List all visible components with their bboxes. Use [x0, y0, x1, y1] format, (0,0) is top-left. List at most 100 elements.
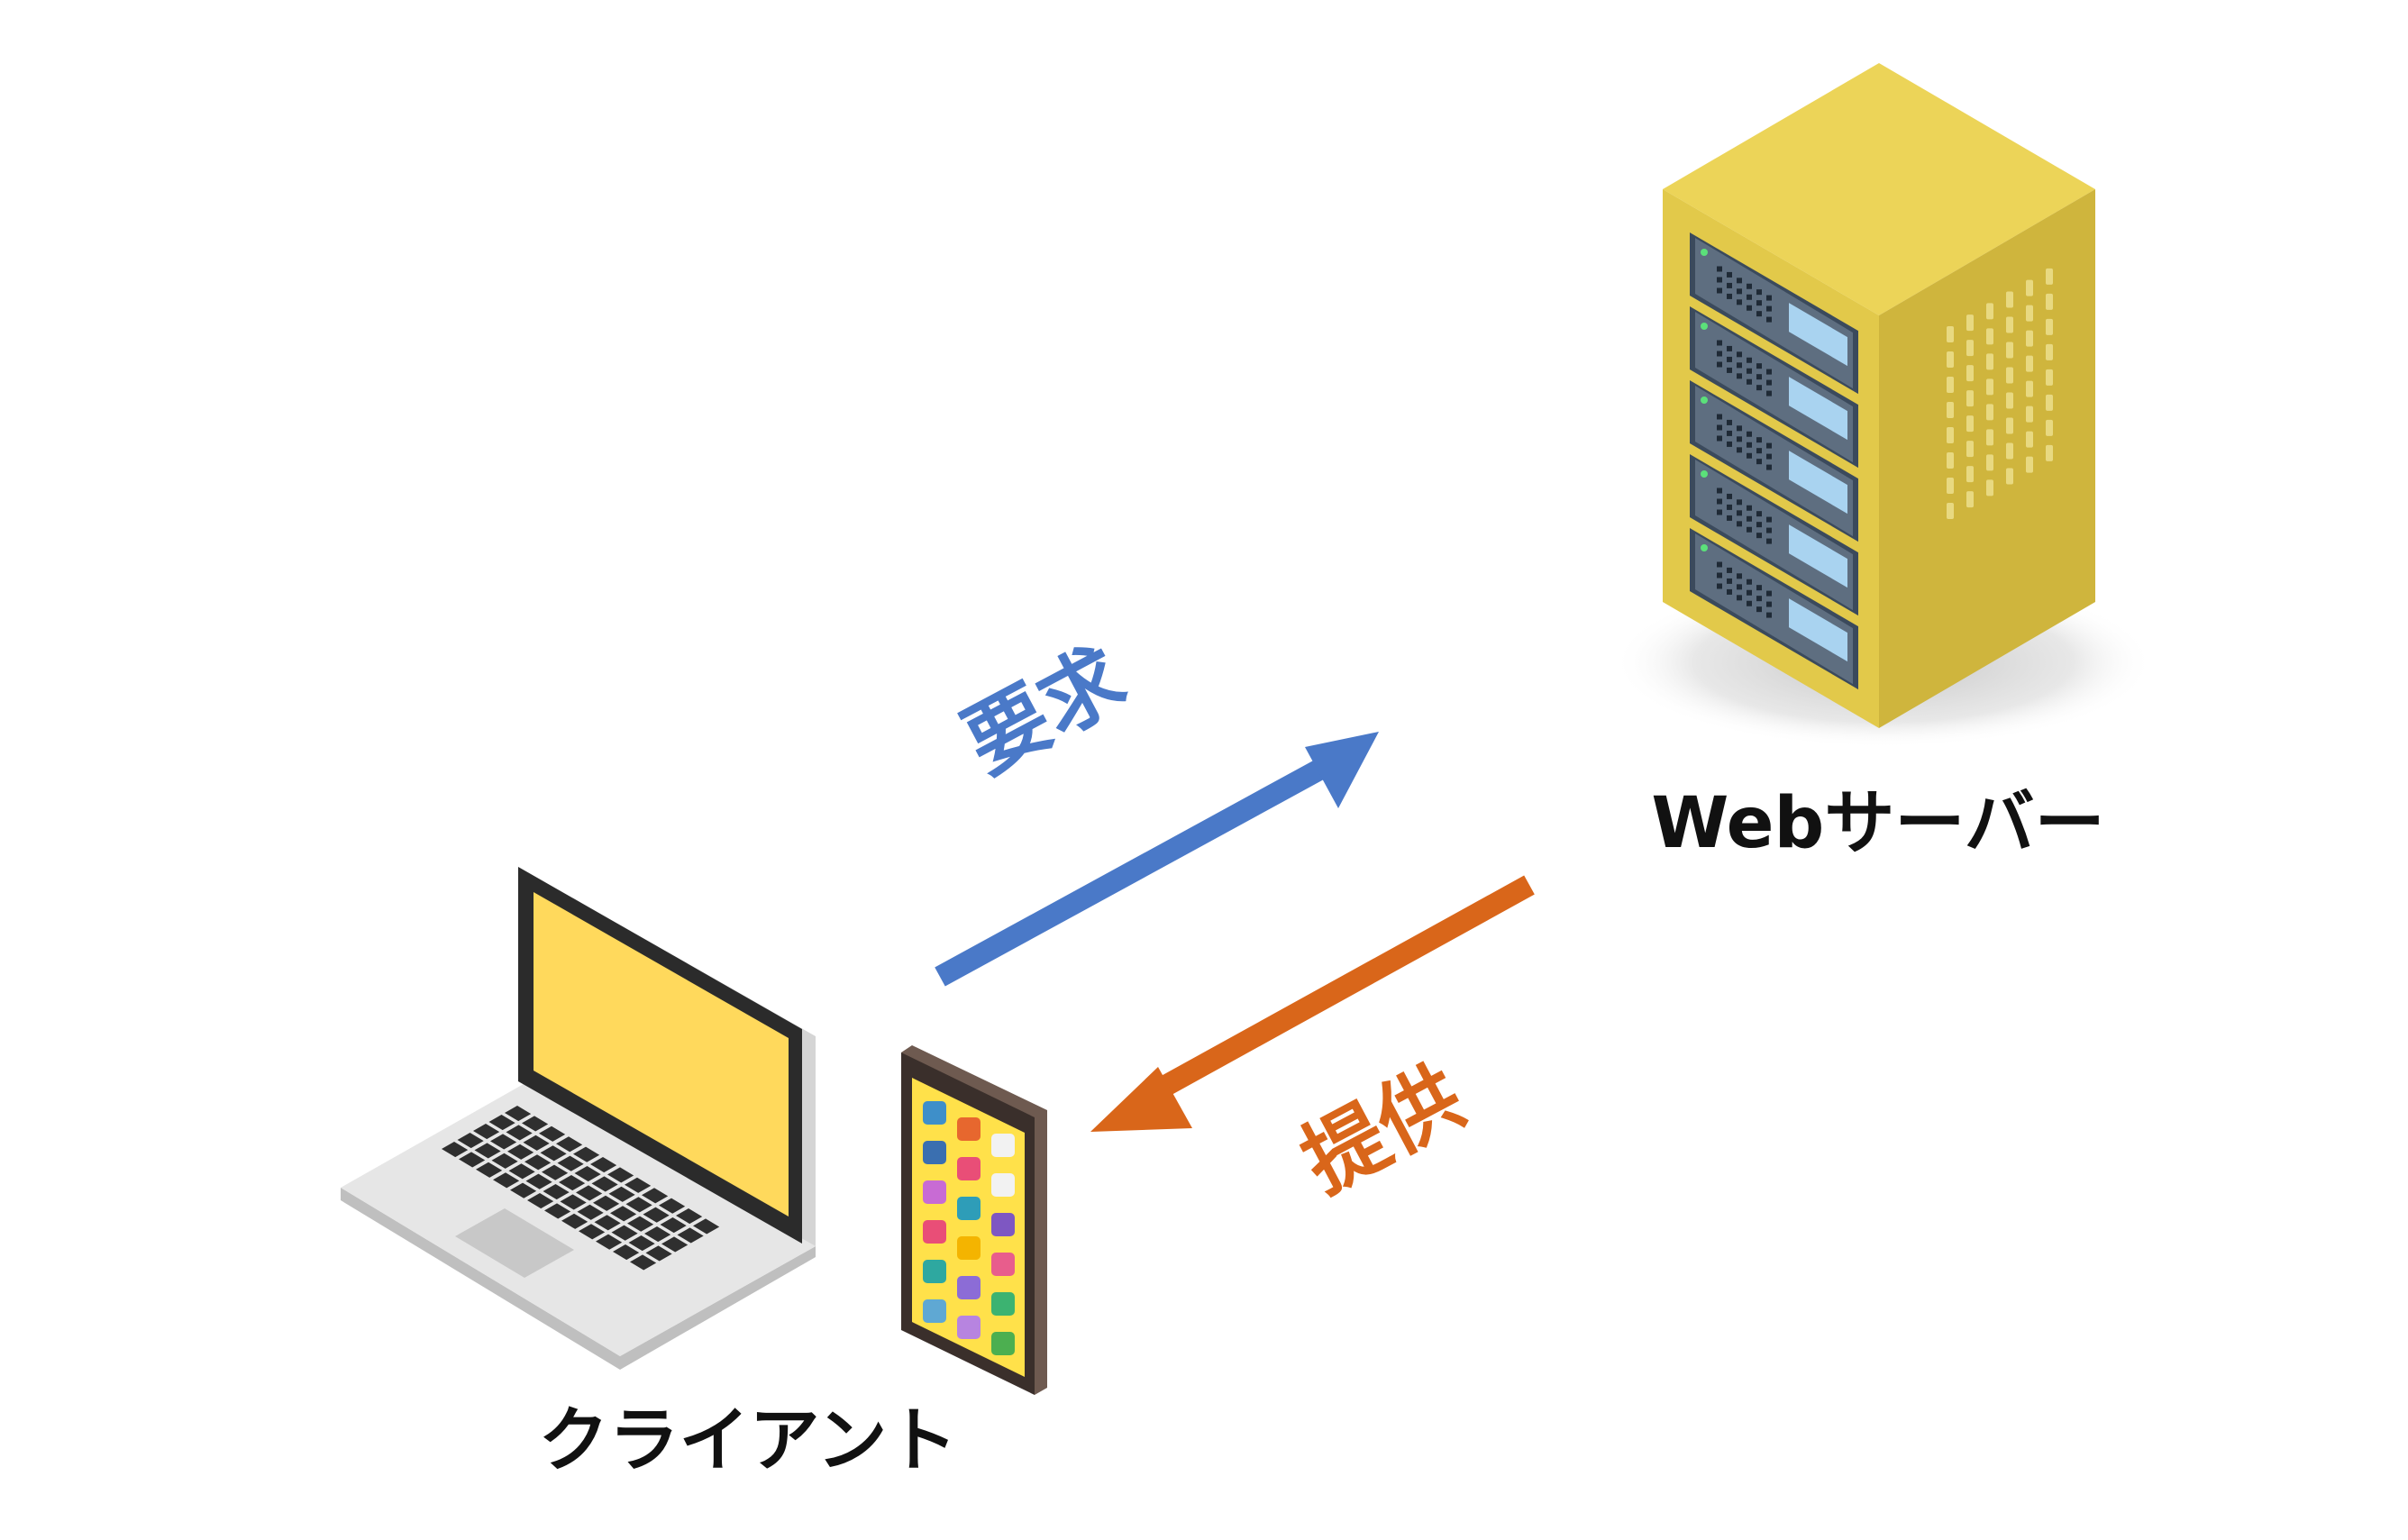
server-vent-slit — [1947, 427, 1954, 443]
server-slot-vent — [1756, 459, 1762, 465]
server-vent-slit — [2026, 456, 2033, 473]
server-slot-vent — [1717, 488, 1722, 494]
server-slot-vent — [1756, 522, 1762, 528]
laptop-key — [676, 1208, 703, 1225]
server-slot-vent — [1766, 379, 1772, 386]
request-label: 要求 — [949, 629, 1141, 792]
laptop-key — [544, 1203, 571, 1219]
server-slot-vent — [1766, 316, 1772, 323]
server-slot-vent — [1747, 600, 1752, 606]
server-vent-slit — [2046, 394, 2053, 411]
phone-app-icon — [957, 1316, 981, 1339]
server-vent-slit — [1947, 452, 1954, 469]
server-slot-vent — [1737, 425, 1742, 432]
laptop-key — [559, 1175, 586, 1191]
laptop-key — [610, 1206, 637, 1222]
server-slot-vent — [1737, 584, 1742, 590]
laptop-key — [543, 1184, 570, 1200]
server-vent-slit — [2026, 305, 2033, 322]
server-vent-slit — [1947, 377, 1954, 393]
server-slot-vent — [1756, 363, 1762, 369]
server-slot-vent — [1766, 390, 1772, 396]
server-slot-vent — [1717, 424, 1722, 431]
server-slot-display — [1789, 598, 1847, 662]
server-slot-vent — [1756, 533, 1762, 539]
server-vent-slit — [1966, 365, 1974, 382]
server-slot-led — [1701, 544, 1708, 551]
server-slot-vent — [1737, 447, 1742, 453]
laptop-key — [661, 1236, 689, 1253]
laptop-key — [459, 1152, 486, 1168]
server-slot-vent — [1727, 441, 1732, 447]
laptop-key — [693, 1218, 720, 1235]
laptop-base-edge — [341, 1188, 816, 1370]
server-slot-panel — [1695, 533, 1853, 685]
laptop-key — [539, 1125, 566, 1142]
laptop-key — [579, 1224, 606, 1240]
server-slot-vent — [1747, 442, 1752, 448]
laptop-key — [590, 1157, 617, 1173]
arrow-up-right-icon — [1305, 732, 1379, 808]
server-vent-slit — [1947, 351, 1954, 368]
laptop-key — [642, 1188, 669, 1204]
phone-app-icon — [923, 1220, 946, 1244]
phone-app-icon — [991, 1134, 1015, 1157]
server-slot-vent — [1727, 515, 1732, 521]
server-vent-slit — [1986, 328, 1993, 345]
server-slot-vent — [1766, 612, 1772, 618]
server-slot-vent — [1717, 498, 1722, 505]
client-label: クライアント — [539, 1400, 958, 1481]
laptop-screen — [534, 892, 789, 1217]
laptop-key — [560, 1194, 587, 1210]
server-slot-vent — [1737, 351, 1742, 358]
laptop-key — [522, 1116, 549, 1132]
server-slot-vent — [1727, 588, 1732, 595]
server-slot-led — [1701, 396, 1708, 404]
server-slot-vent — [1756, 511, 1762, 517]
server-slot-vent — [1717, 509, 1722, 515]
server-slot-vent — [1747, 368, 1752, 374]
laptop-key — [591, 1176, 618, 1192]
server-vent-slit — [1966, 415, 1974, 433]
server-slot-vent — [1766, 369, 1772, 375]
smartphone-icon — [901, 1045, 1047, 1395]
laptop-key — [574, 1166, 601, 1182]
server-slot-vent — [1717, 287, 1722, 294]
server-vent-slit — [1966, 466, 1974, 483]
server-slot-vent — [1717, 361, 1722, 368]
server-slot-vent — [1756, 596, 1762, 602]
laptop-key — [474, 1143, 501, 1159]
server-vent-slit — [1986, 454, 1993, 471]
server-slot-vent — [1727, 367, 1732, 373]
server-vent-slit — [2046, 444, 2053, 461]
laptop-key — [490, 1134, 517, 1150]
server-slot-vent — [1737, 373, 1742, 379]
server-slot-display — [1789, 303, 1847, 367]
phone-app-icon — [991, 1213, 1015, 1236]
server-slots — [1690, 232, 1858, 690]
server-vent-slit — [1986, 479, 1993, 497]
provide-arrow — [1090, 875, 1535, 1132]
laptop-key — [659, 1198, 686, 1214]
server-slot-vent — [1756, 311, 1762, 317]
phone-app-icon — [991, 1292, 1015, 1316]
server-vent-slit — [1947, 478, 1954, 494]
server-slot-vent — [1747, 283, 1752, 289]
phone-app-icon — [991, 1332, 1015, 1355]
phone-app-icon — [923, 1180, 946, 1204]
server-slot-led — [1701, 470, 1708, 478]
laptop-key — [473, 1124, 500, 1140]
laptop-key — [524, 1154, 552, 1171]
server-slot-vent — [1727, 356, 1732, 362]
provide-label: 提供 — [1287, 1048, 1479, 1211]
server-vent-slit — [1986, 429, 1993, 446]
server-slot-vent — [1717, 351, 1722, 357]
server-side-vents — [1947, 268, 2053, 519]
server-slot-vent — [1727, 271, 1732, 278]
laptop-key — [608, 1186, 635, 1202]
server-slot-vent — [1717, 435, 1722, 442]
laptop-key — [577, 1204, 604, 1220]
server-vent-slit — [1966, 491, 1974, 508]
server-vent-slit — [2006, 367, 2013, 384]
